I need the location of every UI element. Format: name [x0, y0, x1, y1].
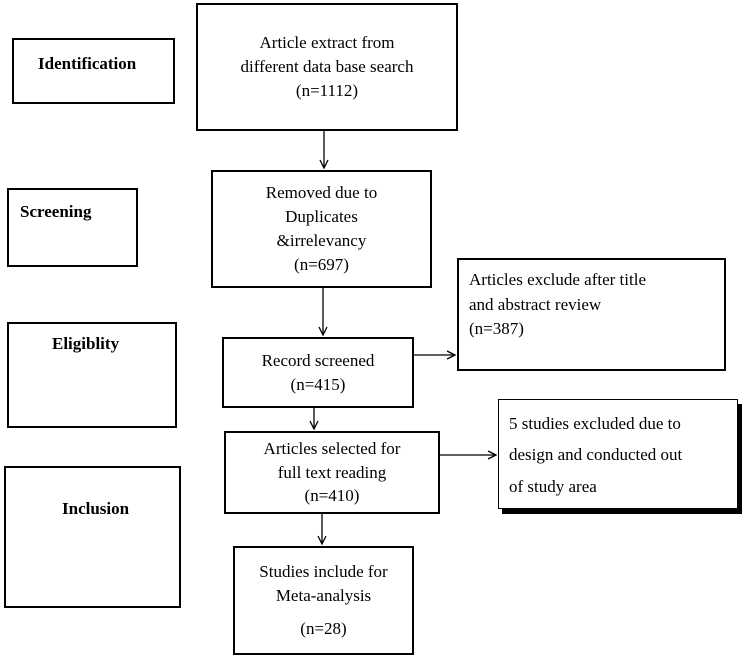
removed-line-1: Removed due to [265, 183, 378, 203]
excluded-design-box: 5 studies excluded due to design and con… [498, 399, 738, 509]
included-line-1: Studies include for [259, 561, 388, 581]
removed-box: Removed due to Duplicates &irrelevancy (… [211, 170, 432, 288]
stage-eligibility-box: Eligiblity [7, 322, 177, 428]
stage-eligibility-label: Eligiblity [52, 334, 120, 353]
excluded-title-line-2: and abstract review [469, 294, 602, 314]
excluded-title-box: Articles exclude after title and abstrac… [457, 258, 726, 371]
selected-line-1: Articles selected for [263, 438, 401, 458]
excluded-title-line-1: Articles exclude after title [469, 270, 646, 289]
excluded-design-line-2: design and conducted out [509, 445, 683, 465]
screened-count: (n=415) [290, 374, 346, 394]
stage-identification-label: Identification [38, 54, 137, 73]
extract-box: Article extract from different data base… [196, 3, 458, 131]
screened-box: Record screened (n=415) [222, 337, 414, 408]
stage-inclusion-label: Inclusion [62, 499, 130, 518]
stage-screening-box: Screening [7, 188, 138, 267]
stage-screening-label: Screening [20, 202, 92, 221]
stage-identification-box: Identification [12, 38, 175, 104]
included-count: (n=28) [300, 619, 347, 639]
excluded-design-line-1: 5 studies excluded due to [509, 414, 681, 433]
extract-count: (n=1112) [295, 80, 359, 100]
selected-box: Articles selected for full text reading … [224, 431, 440, 514]
included-line-2: Meta-analysis [275, 585, 372, 605]
screened-line-1: Record screened [261, 350, 375, 370]
extract-line-2: different data base search [240, 57, 414, 77]
included-box: Studies include for Meta-analysis (n=28) [233, 546, 414, 655]
excluded-title-count: (n=387) [469, 319, 524, 339]
removed-count: (n=697) [294, 254, 349, 274]
removed-line-2: Duplicates [285, 207, 358, 227]
stage-inclusion-box: Inclusion [4, 466, 181, 608]
extract-line-1: Article extract from [259, 33, 395, 53]
selected-count: (n=410) [304, 486, 360, 506]
removed-line-3: &irrelevancy [276, 231, 367, 250]
selected-line-2: full text reading [277, 462, 387, 482]
excluded-design-line-3: of study area [509, 476, 597, 496]
